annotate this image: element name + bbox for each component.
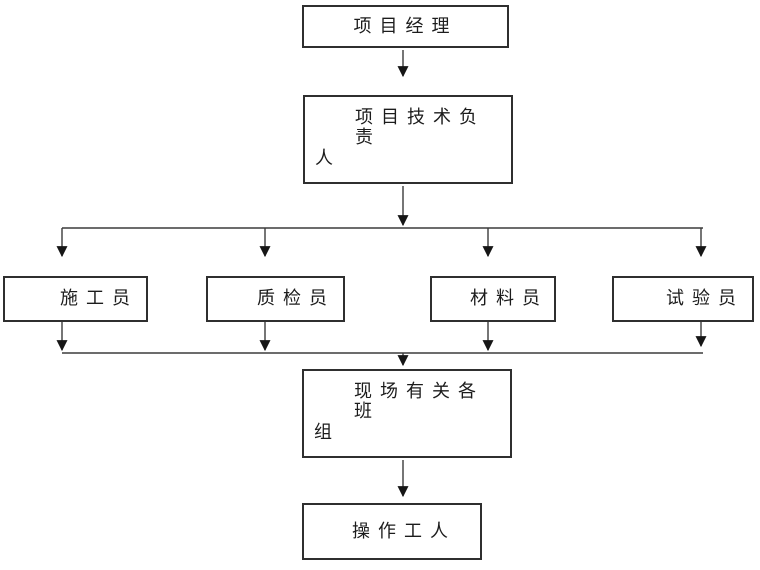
node-quality-inspector: 质检员: [206, 276, 345, 322]
node-operators: 操作工人: [302, 503, 482, 560]
node-site-teams: 现场有关各班 组: [302, 369, 512, 458]
node-label: 试验员: [666, 288, 744, 309]
node-label: 项目经理: [353, 15, 458, 36]
node-label: 人: [315, 148, 341, 169]
node-label: 材料员: [470, 288, 548, 309]
node-label: 项目技术负责: [355, 107, 485, 147]
node-lab-tester: 试验员: [612, 276, 754, 322]
node-tech-lead: 项目技术负责 人: [303, 95, 513, 184]
node-label: 施工员: [60, 288, 138, 309]
node-label: 操作工人: [352, 520, 456, 541]
node-material-clerk: 材料员: [430, 276, 556, 322]
node-label: 现场有关各班: [354, 381, 484, 421]
node-label: 组: [314, 422, 340, 443]
node-project-manager: 项目经理: [302, 5, 509, 48]
node-label: 质检员: [257, 288, 335, 309]
node-construction-worker: 施工员: [3, 276, 148, 322]
